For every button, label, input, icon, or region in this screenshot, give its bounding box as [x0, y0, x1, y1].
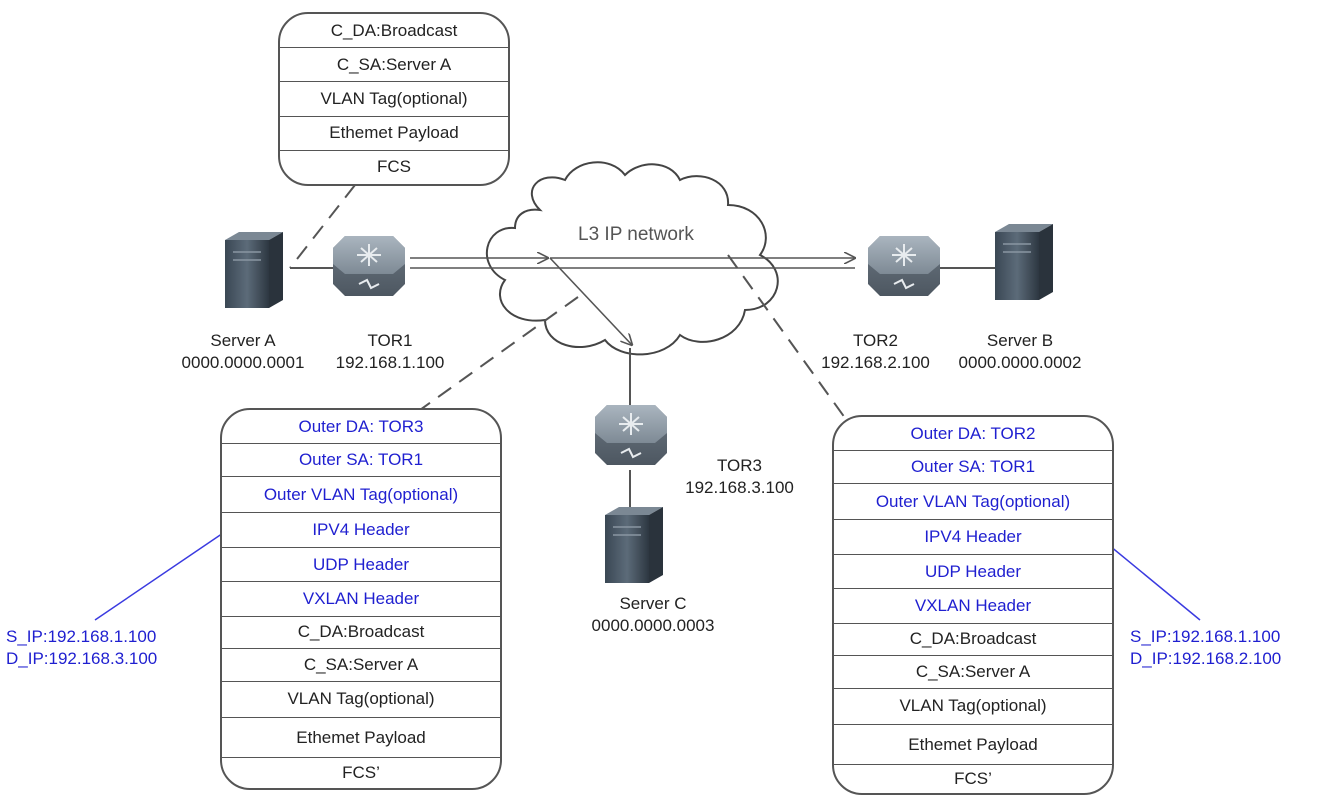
frame-row: FCS’	[834, 764, 1112, 793]
frame-row: Outer VLAN Tag(optional)	[834, 482, 1112, 519]
server-icon-a	[225, 232, 283, 308]
server-c-mac: 0000.0000.0003	[591, 616, 715, 635]
frame-row: Ethemet Payload	[834, 724, 1112, 764]
server-c-name: Server C	[619, 594, 687, 613]
tor1-label: TOR1 192.168.1.100	[325, 330, 455, 374]
tor1-name: TOR1	[367, 331, 413, 350]
switch-icon-tor1	[333, 236, 405, 296]
annotation-left-sip: S_IP:192.168.1.100	[6, 627, 157, 646]
frame-row: C_SA:Server A	[834, 655, 1112, 687]
frame-row: VXLAN Header	[834, 588, 1112, 622]
annotation-right-dip: D_IP:192.168.2.100	[1130, 649, 1282, 668]
cloud-label: L3 IP network	[578, 224, 694, 245]
frame-row: C_DA:Broadcast	[330, 20, 458, 40]
server-icon-b	[995, 224, 1053, 300]
original-frame: C_DA:Broadcast C_SA:Server A VLAN Tag(op…	[278, 12, 510, 186]
annotation-left: S_IP:192.168.1.100 D_IP:192.168.3.100	[6, 626, 157, 670]
frame-row: IPV4 Header	[222, 512, 500, 546]
server-b-label: Server B 0000.0000.0002	[945, 330, 1095, 374]
switch-icon-tor2	[868, 236, 940, 296]
frame-row: VLAN Tag(optional)	[834, 687, 1112, 724]
tor2-name: TOR2	[852, 331, 899, 350]
switch-icon-tor3	[595, 405, 667, 465]
frame-row: C_SA:Server A	[280, 47, 508, 81]
vxlan-frame-tor3: Outer DA: TOR3 Outer SA: TOR1 Outer VLAN…	[220, 408, 502, 790]
frame-row: Ethemet Payload	[222, 717, 500, 757]
annotation-line-left	[94, 526, 233, 621]
dash-top-frame	[289, 184, 356, 269]
server-icon-c	[605, 507, 663, 583]
annotation-right: S_IP:192.168.1.100 D_IP:192.168.2.100	[1130, 626, 1281, 670]
server-b-mac: 0000.0000.0002	[958, 353, 1082, 372]
tor3-name: TOR3	[716, 456, 763, 475]
frame-row: C_DA:Broadcast	[834, 622, 1112, 655]
server-a-mac: 0000.0000.0001	[181, 353, 305, 372]
tor3-label: TOR3 192.168.3.100	[672, 455, 807, 499]
tor1-ip: 192.168.1.100	[335, 353, 445, 372]
frame-row: Outer SA: TOR1	[834, 450, 1112, 482]
frame-row: C_SA:Server A	[222, 648, 500, 680]
frame-row: UDP Header	[222, 546, 500, 581]
annotation-right-sip: S_IP:192.168.1.100	[1130, 627, 1281, 646]
server-a-label: Server A 0000.0000.0001	[168, 330, 318, 374]
annotation-left-dip: D_IP:192.168.3.100	[6, 649, 158, 668]
frame-row: Ethemet Payload	[280, 115, 508, 150]
dash-right-frame	[727, 254, 846, 419]
frame-row: Outer DA: TOR3	[298, 416, 424, 436]
frame-row: VXLAN Header	[222, 581, 500, 615]
frame-row: IPV4 Header	[834, 519, 1112, 553]
arrow-to-tor3	[549, 257, 632, 345]
frame-row: Outer SA: TOR1	[222, 443, 500, 475]
frame-row: FCS’	[222, 757, 500, 788]
frame-row: Outer VLAN Tag(optional)	[222, 475, 500, 512]
tor3-ip: 192.168.3.100	[685, 478, 794, 497]
frame-row: VLAN Tag(optional)	[222, 680, 500, 717]
frame-row: FCS	[280, 149, 508, 184]
frame-row: UDP Header	[834, 553, 1112, 588]
server-c-label: Server C 0000.0000.0003	[578, 593, 728, 637]
frame-row: VLAN Tag(optional)	[280, 81, 508, 115]
tor2-ip: 192.168.2.100	[821, 353, 930, 372]
server-a-name: Server A	[210, 331, 276, 350]
server-b-name: Server B	[986, 331, 1054, 350]
dash-left-frame	[419, 296, 579, 411]
frame-row: C_DA:Broadcast	[222, 615, 500, 648]
tor2-label: TOR2 192.168.2.100	[808, 330, 943, 374]
frame-row: Outer DA: TOR2	[910, 423, 1036, 443]
vxlan-frame-tor2: Outer DA: TOR2 Outer SA: TOR1 Outer VLAN…	[832, 415, 1114, 795]
